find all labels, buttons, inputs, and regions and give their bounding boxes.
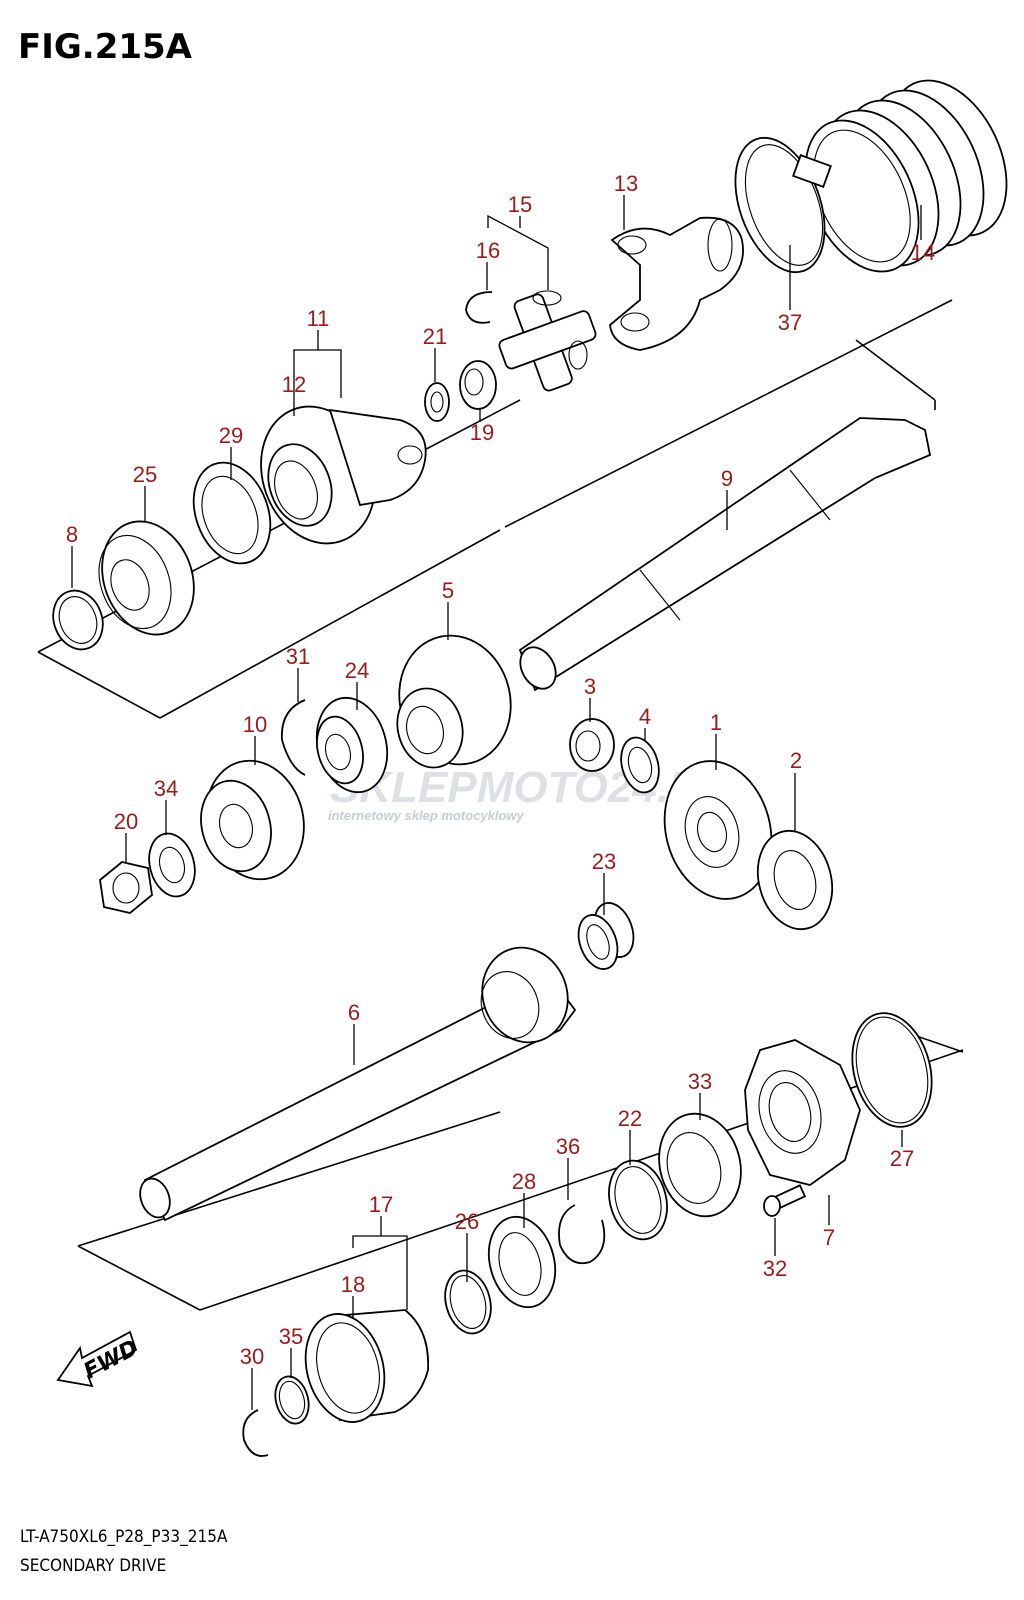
callout-12: 12 [282,372,306,397]
part-5-bevel-gear [396,634,512,769]
part-3-nut [569,718,615,772]
part-1-bevel-gear [663,760,773,900]
part-33-bearing [658,1112,742,1218]
callout-24: 24 [345,658,369,683]
callouts: 1 2 3 4 5 6 7 8 9 10 11 12 13 14 15 16 1… [66,171,935,1369]
callout-3: 3 [584,674,596,699]
callout-25: 25 [133,462,157,487]
callout-17: 17 [369,1192,393,1217]
callout-10: 10 [243,712,267,737]
part-8-ring [52,589,104,651]
callout-1: 1 [710,710,722,735]
callout-29: 29 [219,423,243,448]
part-20-nut [99,861,153,914]
fwd-direction-arrow: FWD [56,1330,142,1388]
figure-title: FIG.215A [18,27,193,67]
part-34-washer [148,832,196,898]
callout-34: 34 [154,776,178,801]
callout-31: 31 [286,644,310,669]
part-32-bolt [763,1184,807,1217]
part-17-housing [304,1309,430,1423]
part-9-shaft [518,417,932,692]
part-11-flange-yoke [260,405,427,545]
part-29-seal [192,461,272,565]
part-4-washer [620,736,660,794]
callout-35: 35 [279,1324,303,1349]
watermark-tagline: internetowy sklep motocyklowy [328,808,525,823]
part-22-ring [608,1159,668,1241]
leader-lines [71,195,922,1410]
callout-26: 26 [455,1209,479,1234]
part-35-circlip [274,1375,310,1425]
callout-20: 20 [114,809,138,834]
callout-4: 4 [639,704,651,729]
callout-22: 22 [618,1106,642,1131]
callout-19: 19 [470,420,494,445]
part-19-nut [459,360,497,410]
callout-8: 8 [66,522,78,547]
part-14-boot [804,79,1008,273]
part-21-washer [424,382,450,422]
part-28-seal [487,1215,557,1309]
model-code: LT-A750XL6_P28_P33_215A [20,1527,228,1547]
part-25-bearing [98,520,195,636]
part-27-o-ring [851,1012,933,1128]
part-30-circlip [242,1409,269,1457]
part-16-circlip [465,291,493,324]
callout-15: 15 [508,192,532,217]
part-31-circlip [281,699,306,776]
part-23-bearing [577,902,635,970]
callout-36: 36 [556,1134,580,1159]
callout-2: 2 [790,748,802,773]
callout-32: 32 [763,1256,787,1281]
part-10-gear [200,759,305,881]
callout-9: 9 [721,466,733,491]
callout-11: 11 [307,306,330,331]
part-37-clamp [734,136,832,274]
callout-18: 18 [341,1272,365,1297]
part-6-shaft [139,946,577,1222]
part-36-circlip [558,1204,606,1265]
callout-37: 37 [778,310,802,335]
callout-7: 7 [823,1225,835,1250]
figure-caption: SECONDARY DRIVE [20,1556,166,1576]
callout-27: 27 [890,1146,914,1171]
callout-33: 33 [688,1069,712,1094]
callout-13: 13 [614,171,638,196]
part-7-case [744,1039,861,1186]
part-24-bearing [315,696,389,794]
part-2-shim [756,829,834,931]
callout-28: 28 [512,1169,536,1194]
callout-30: 30 [240,1344,264,1369]
callout-5: 5 [442,578,454,603]
callout-6: 6 [348,1000,360,1025]
callout-16: 16 [476,238,500,263]
callout-14: 14 [911,240,935,265]
callout-23: 23 [592,849,616,874]
part-15-universal-joint [498,290,597,392]
part-13-yoke [609,216,744,351]
part-26-ring [444,1269,492,1335]
callout-21: 21 [423,324,447,349]
